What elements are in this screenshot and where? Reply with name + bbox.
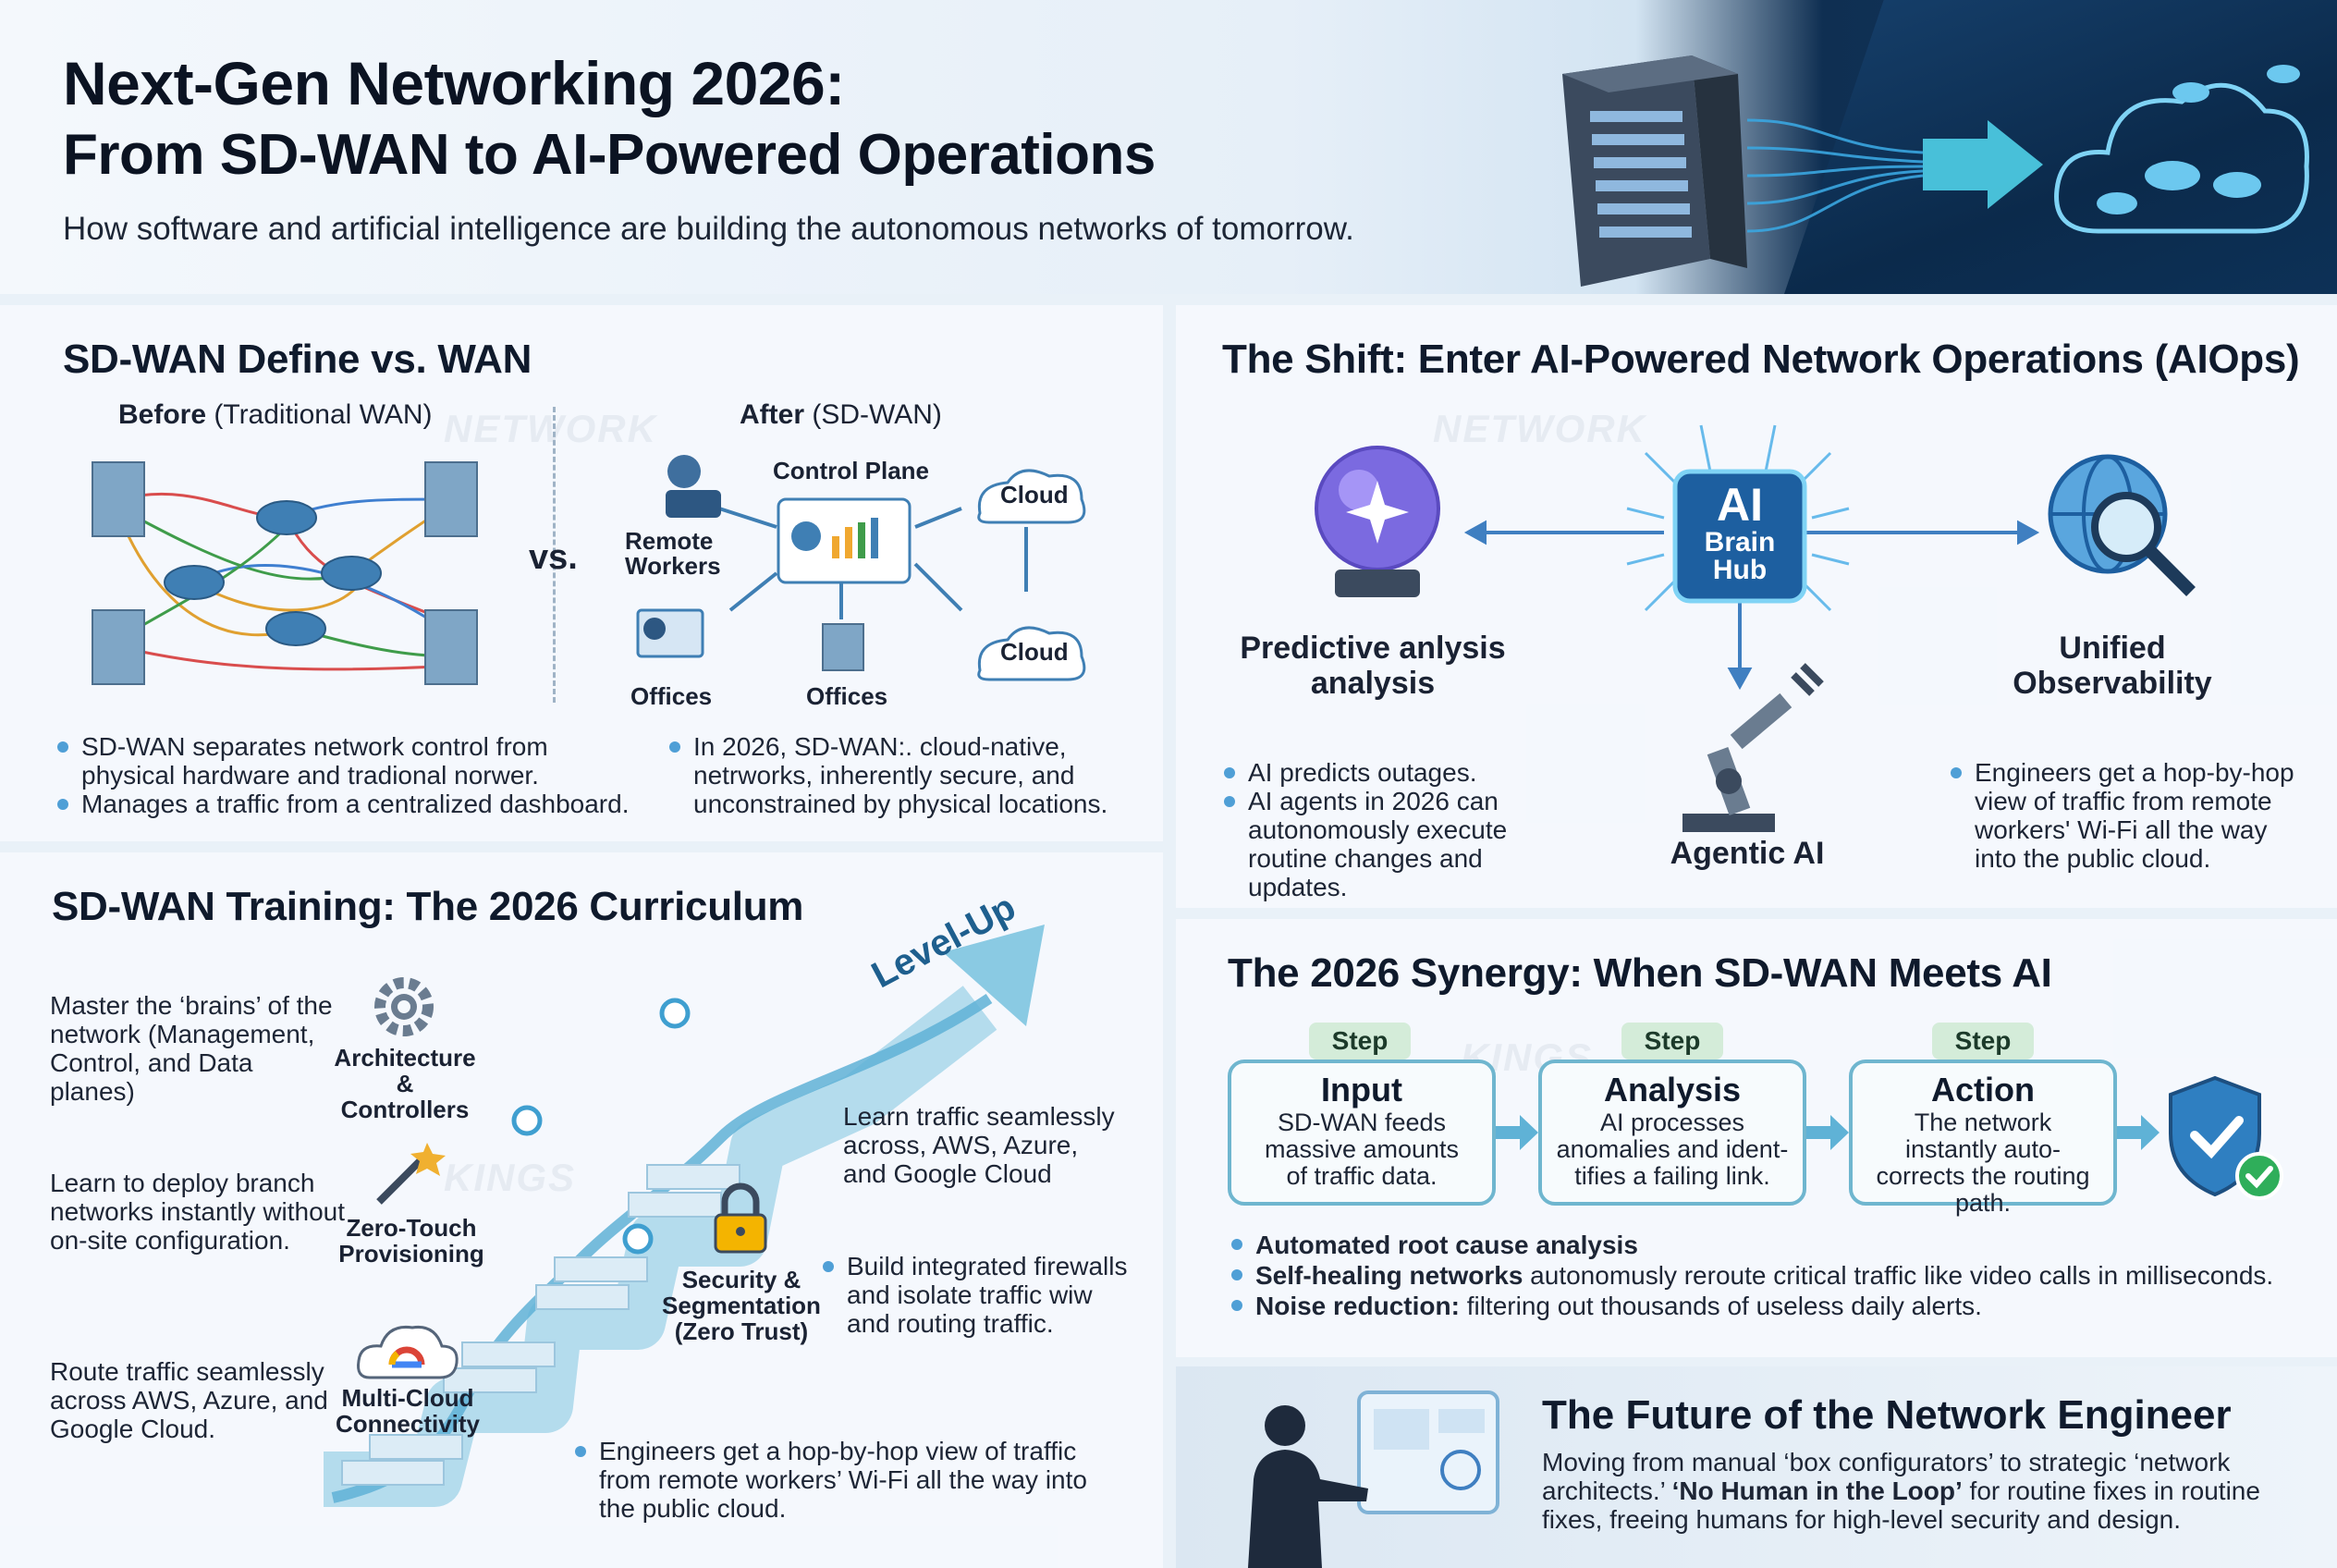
sdwan-bullets-left: SD-WAN separates network control from ph… [55,732,647,818]
step-desc: SD-WAN feeds massive amounts of traffic … [1264,1109,1460,1190]
step-box-input: Input SD-WAN feeds massive amounts of tr… [1228,1060,1496,1206]
globe-magnifier-icon [2048,454,2196,596]
list-item: Self-healing networks autonomusly rerout… [1230,1260,2320,1291]
list-item: Engineers get a hop-by-hop view of traff… [1949,758,2300,873]
padlock-icon [714,1182,767,1254]
divider [553,407,556,703]
vs-label: vs. [529,538,578,577]
list-item: AI predicts outages. [1222,758,1573,787]
offices-left-label: Offices [630,682,713,710]
agentic-label: Agentic AI [1670,836,1825,871]
cloud-network-icon [2054,65,2309,234]
step-desc: The network instantly auto-corrects the … [1876,1109,2090,1217]
sec-desc-wrap: Build integrated firewalls and isolate t… [821,1252,1135,1338]
list-item: Noise reduction: filtering out thousands… [1230,1291,2320,1321]
ztp-desc: Learn to deploy branch networks instantl… [50,1169,346,1255]
traditional-wan-diagram [92,461,478,685]
after-label: After (SD-WAN) [740,399,942,430]
aiops-bullets-right: Engineers get a hop-by-hop view of traff… [1949,758,2300,873]
list-item: In 2026, SD-WAN:. cloud-native, netrwork… [667,732,1130,818]
laptop-user-icon [666,455,721,518]
building-icon [822,623,864,671]
staircase-illustration: Level-Up [324,888,1045,1507]
step-title: Analysis [1603,1071,1742,1109]
list-item: SD-WAN separates network control from ph… [55,732,647,790]
synergy-heading: The 2026 Synergy: When SD-WAN Meets AI [1228,950,2052,996]
hub-line-3: Hub [1712,555,1768,585]
arrow-right-icon [1806,1115,1849,1150]
arch-label: Architecture & Controllers [334,1044,476,1123]
engineer-silhouette-icon [1248,1390,1499,1568]
page-title-line2: From SD-WAN to AI-Powered Operations [63,123,1156,187]
arrow-right-icon [1496,1115,1538,1150]
hub-line-2: Brain [1704,527,1776,557]
crystal-ball-icon [1315,446,1440,597]
observability-label: Unified Observability [2013,631,2212,701]
aiops-heading: The Shift: Enter AI-Powered Network Oper… [1222,337,2300,382]
office-worker-icon [636,608,704,658]
watermark: KINGS [444,1156,577,1199]
list-item: Automated root cause analysis [1230,1230,2320,1260]
gear-icon [374,977,434,1036]
cloud-bottom-label: Cloud [1000,638,1069,666]
training-bottom-bullet: Engineers get a hop-by-hop view of traff… [573,1437,1128,1523]
step-tag-2: Step 2 [1621,1023,1723,1092]
aiops-bullets-left: AI predicts outages. AI agents in 2026 c… [1222,758,1573,901]
sdwan-bullets-right: In 2026, SD-WAN:. cloud-native, netrwork… [667,732,1130,818]
step-box-analysis: Analysis AI processes anomalies and iden… [1538,1060,1806,1206]
sec-desc: Build integrated firewalls and isolate t… [821,1252,1135,1338]
arrow-right-icon [2117,1115,2160,1150]
step-box-action: Action The network instantly auto-correc… [1849,1060,2117,1217]
mc-desc: Route traffic seamlessly across AWS, Azu… [50,1357,328,1443]
dashboard-icon [777,497,912,584]
arch-desc: Master the ‘brains’ of the network (Mana… [50,991,333,1106]
building-icon [92,461,478,685]
remote-workers-label: Remote Workers [625,527,721,580]
right-desc-1: Learn traffic seamlessly across, AWS, Az… [843,1102,1115,1188]
step-tag-3: Step 3 [1932,1023,2034,1092]
google-cloud-icon [357,1325,459,1379]
future-heading: The Future of the Network Engineer [1542,1392,2232,1438]
predictive-label: Predictive anlysis analysis [1240,631,1506,701]
future-text: Moving from manual ‘box configurators’ t… [1542,1448,2260,1534]
server-to-cloud-illustration [1562,55,2309,287]
hub-line-1: AI [1717,479,1763,531]
list-item: AI agents in 2026 can autonomously execu… [1222,787,1573,901]
list-item: Engineers get a hop-by-hop view of traff… [573,1437,1128,1523]
list-item: Manages a traffic from a centralized das… [55,790,647,818]
watermark: NETWORK [1433,407,1646,450]
training-heading: SD-WAN Training: The 2026 Curriculum [52,884,804,929]
aiops-panel [1176,305,2337,908]
cloud-top-label: Cloud [1000,481,1069,508]
sec-label: Security & Segmentation (Zero Trust) [662,1266,821,1345]
robot-arm-icon [1682,663,1824,832]
step-tag-1: Step 1 [1309,1023,1411,1092]
synergy-bullets: Automated root cause analysis Self-heali… [1230,1230,2320,1321]
ztp-label: Zero-Touch Provisioning [338,1214,484,1268]
step-title: Action [1931,1071,2035,1109]
sdwan-diagram [636,455,1086,681]
offices-right-label: Offices [806,682,888,710]
page-subtitle: How software and artificial intelligence… [63,211,1354,247]
server-rack-icon [1562,55,1747,287]
aiops-diagram [1315,424,2196,832]
step-desc: AI processes anomalies and ident- tifies… [1556,1109,1789,1190]
mc-label: Multi-Cloud Connectivity [335,1384,481,1438]
sdwan-heading: SD-WAN Define vs. WAN [63,337,532,382]
ai-brain-hub: AI Brain Hub [1675,481,1805,584]
before-label: Before (Traditional WAN) [118,399,433,430]
cloud-icon [977,469,1086,681]
router-icon [164,500,382,646]
step-title: Input [1321,1071,1402,1109]
control-plane-label: Control Plane [773,457,930,484]
page-title-line1: Next-Gen Networking 2026: [63,49,845,117]
shield-check-icon [2169,1075,2283,1200]
magic-wand-icon [376,1143,446,1205]
watermark: NETWORK [444,407,657,450]
